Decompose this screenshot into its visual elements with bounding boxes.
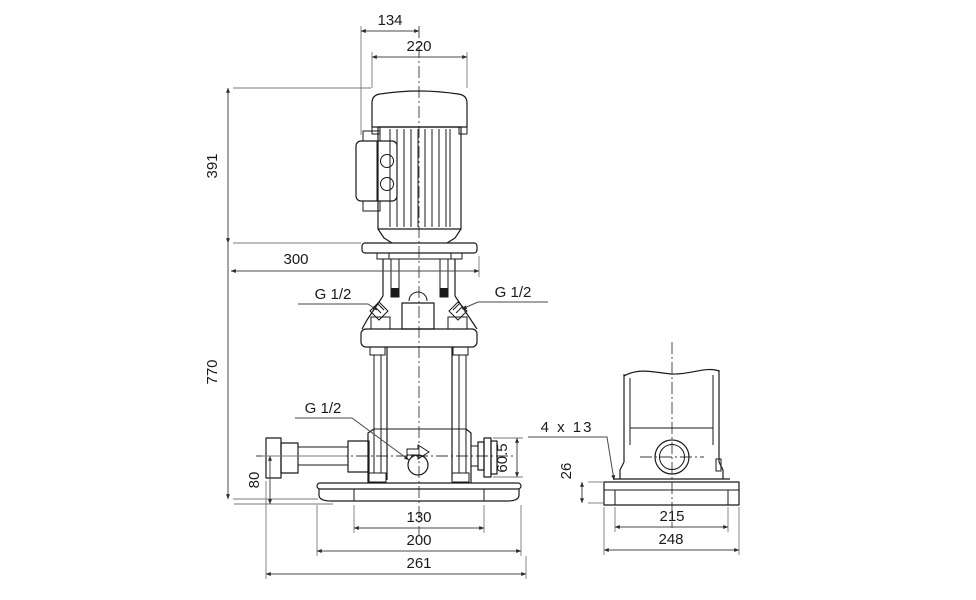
base-foot (316, 482, 522, 502)
dim-label-g12-left: G 1/2 (315, 286, 352, 303)
dim-label-770: 770 (204, 359, 221, 384)
flow-direction-arrow (406, 444, 430, 460)
side-foot (613, 461, 730, 480)
dim-215: 215 (614, 507, 729, 532)
dim-label-300: 300 (283, 251, 308, 268)
callout-vent-left: G 1/2 (298, 286, 378, 311)
dim-label-4x13: 4 x 13 (541, 419, 594, 436)
dim-60-5: 60.5 (493, 437, 523, 478)
dim-label-26: 26 (558, 463, 575, 480)
suction-port (265, 437, 370, 479)
dim-130: 130 (353, 505, 485, 533)
discharge-port (471, 437, 498, 478)
dim-300: 300 (230, 251, 480, 277)
callout-vent-right: G 1/2 (461, 284, 548, 310)
dim-770: 770 (204, 243, 318, 500)
base-plate (603, 481, 740, 506)
dim-220: 220 (371, 38, 468, 88)
dim-label-g12-right: G 1/2 (495, 284, 532, 301)
dim-label-134: 134 (377, 12, 402, 29)
dim-248: 248 (603, 507, 740, 555)
front-view: 134 220 391 770 300 G 1/2 G (204, 12, 548, 579)
coupling (401, 302, 435, 330)
pump-sleeve (368, 346, 470, 483)
dim-label-248: 248 (658, 531, 683, 548)
dim-label-200: 200 (406, 532, 431, 549)
dim-label-215: 215 (659, 508, 684, 525)
dim-26: 26 (558, 463, 604, 504)
cable-entry-hole (380, 154, 394, 168)
motor-flange (361, 242, 478, 260)
dim-261: 261 (265, 481, 527, 579)
motor-fins (396, 129, 447, 227)
callout-drain: G 1/2 (295, 400, 410, 461)
callout-bolt-holes: 4 x 13 (528, 419, 616, 481)
dim-label-g12-drain: G 1/2 (305, 400, 342, 417)
dim-label-60-5: 60.5 (494, 443, 511, 472)
motor-end-bell (377, 228, 462, 244)
dim-134: 134 (360, 12, 420, 135)
motor-body (377, 126, 462, 244)
side-sleeve (623, 368, 720, 462)
terminal-box (355, 130, 398, 212)
dim-label-80: 80 (246, 472, 263, 489)
dim-label-391: 391 (204, 153, 221, 178)
dim-391: 391 (204, 87, 371, 244)
dim-label-261: 261 (406, 555, 431, 572)
dim-label-130: 130 (406, 509, 431, 526)
dim-200: 200 (316, 505, 522, 556)
pump-head-flange (360, 328, 478, 348)
side-port-outer (654, 439, 690, 475)
side-port-bore (659, 444, 685, 470)
cable-entry-hole (380, 177, 394, 191)
side-view: 4 x 13 26 215 248 (528, 342, 740, 555)
dim-80: 80 (234, 455, 346, 505)
shaft-end (408, 291, 428, 302)
dim-label-220: 220 (406, 38, 431, 55)
